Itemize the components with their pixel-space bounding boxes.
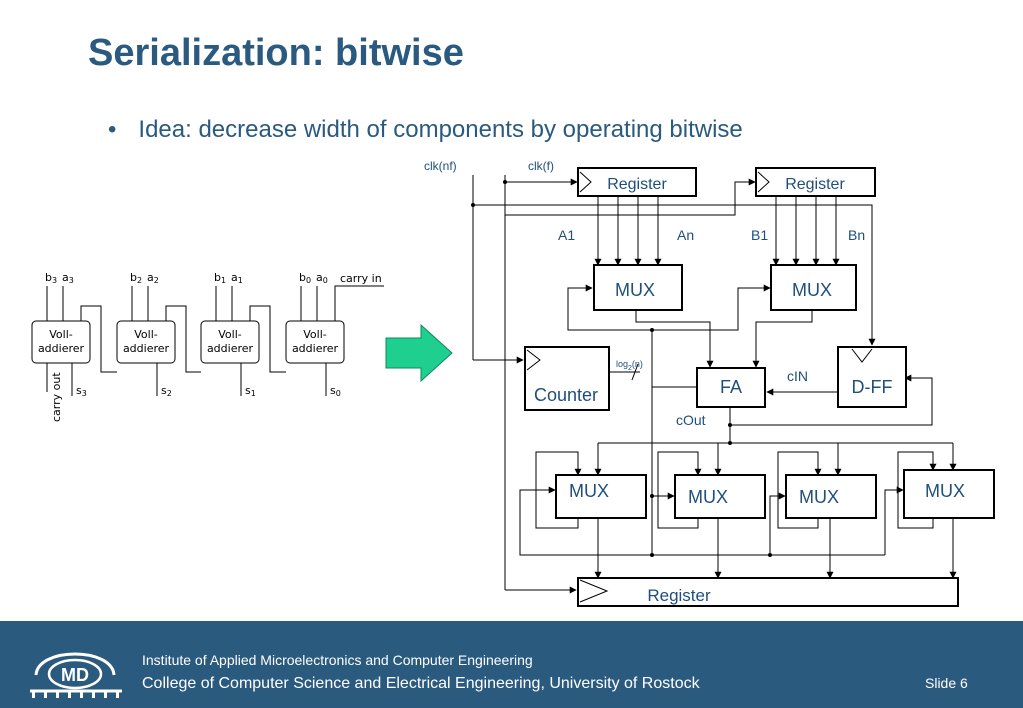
carry-out-label: carry out xyxy=(50,372,63,422)
input-b1: b1 xyxy=(214,271,226,285)
cell-label-0b: addierer xyxy=(292,342,339,355)
input-a3: a3 xyxy=(62,271,74,285)
log2n-label: log2(n) xyxy=(616,359,643,372)
mux-b xyxy=(770,264,857,311)
mux-out-3 xyxy=(785,474,877,519)
adder-cell-2 xyxy=(116,320,176,364)
b1-label: B1 xyxy=(751,227,768,243)
sum-s2: s2 xyxy=(161,384,172,398)
adder-cell-1 xyxy=(200,320,260,364)
counter xyxy=(524,346,610,411)
cin-label: cIN xyxy=(787,368,808,384)
adder-labels: Voll- addierer Voll- addierer Voll- addi… xyxy=(38,271,382,422)
input-a2: a2 xyxy=(147,271,159,285)
full-adder xyxy=(696,367,766,408)
slide-number: Slide 6 xyxy=(925,675,968,691)
cell-label-3a: Voll- xyxy=(49,328,73,341)
sum-s1: s1 xyxy=(245,384,256,398)
mux-out-4 xyxy=(903,469,995,519)
bullet-dot: • xyxy=(108,116,117,143)
d-flip-flop xyxy=(837,346,907,408)
clk-f-label: clk(f) xyxy=(528,159,554,173)
college-text: College of Computer Science and Electric… xyxy=(142,675,700,692)
dff-label: D-FF xyxy=(852,377,893,397)
adder-cell-3 xyxy=(31,320,91,364)
cout-label: cOut xyxy=(676,412,706,428)
cell-label-3b: addierer xyxy=(38,342,85,355)
register-a-label: Register xyxy=(607,176,667,193)
mux-b-label: MUX xyxy=(792,280,832,300)
mux-out-2 xyxy=(674,474,766,519)
clock-marks xyxy=(526,171,873,603)
register-out xyxy=(577,577,959,607)
register-b xyxy=(755,167,876,197)
cell-label-2a: Voll- xyxy=(134,328,158,341)
input-b0: b0 xyxy=(299,271,311,285)
diagram-canvas: Voll- addierer Voll- addierer Voll- addi… xyxy=(31,159,995,607)
input-b3: b3 xyxy=(45,271,57,285)
mux-out-1 xyxy=(555,474,647,519)
carry-in-label: carry in xyxy=(340,272,382,285)
adder-cell-0 xyxy=(285,320,345,364)
mux-out-3-label: MUX xyxy=(799,487,839,507)
footer-bar: MD Institute of Applied Microelectronics… xyxy=(0,621,1023,708)
mux-out-1-label: MUX xyxy=(569,481,609,501)
junction-dots xyxy=(471,180,772,557)
bullet-text: Idea: decrease width of components by op… xyxy=(138,116,743,143)
bullet-item: • Idea: decrease width of components by o… xyxy=(108,116,743,144)
adder-chain xyxy=(31,285,384,396)
logo-text: MD xyxy=(61,665,89,685)
mux-out-2-label: MUX xyxy=(688,487,728,507)
register-a xyxy=(577,167,697,197)
register-b-label: Register xyxy=(785,176,845,193)
institute-text: Institute of Applied Microelectronics an… xyxy=(142,652,533,668)
sum-s3: s3 xyxy=(76,384,87,398)
an-label: An xyxy=(677,227,694,243)
input-a1: a1 xyxy=(231,271,243,285)
cell-label-1b: addierer xyxy=(207,342,254,355)
mux-a-label: MUX xyxy=(615,280,655,300)
input-a0: a0 xyxy=(316,271,328,285)
transform-arrow-icon xyxy=(385,323,453,383)
fa-label: FA xyxy=(720,377,742,397)
cell-label-0a: Voll- xyxy=(303,328,327,341)
cell-label-2b: addierer xyxy=(123,342,170,355)
register-out-label: Register xyxy=(647,586,711,605)
slide-title: Serialization: bitwise xyxy=(88,32,464,74)
mux-out-4-label: MUX xyxy=(925,481,965,501)
mux-a xyxy=(593,264,683,311)
a1-label: A1 xyxy=(558,227,575,243)
sum-s0: s0 xyxy=(330,384,341,398)
cell-label-1a: Voll- xyxy=(218,328,242,341)
clk-nf-label: clk(nf) xyxy=(424,159,457,173)
input-b2: b2 xyxy=(130,271,142,285)
university-logo-icon: MD xyxy=(30,652,122,698)
bn-label: Bn xyxy=(848,227,865,243)
counter-label: Counter xyxy=(534,385,598,405)
